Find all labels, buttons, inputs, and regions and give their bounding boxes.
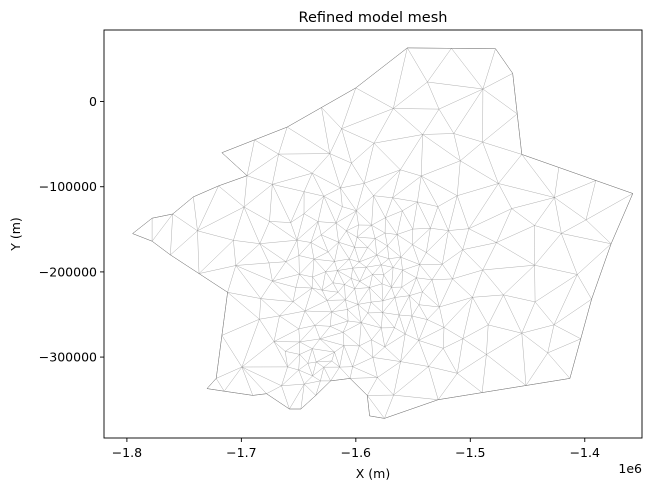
y-tick-label: −300000 <box>39 350 97 365</box>
x-axis-label: X (m) <box>356 466 390 481</box>
x-tick-label: −1.7 <box>226 445 256 460</box>
mesh-layer <box>132 47 634 419</box>
y-tick-label: −200000 <box>39 264 97 279</box>
y-axis-label: Y (m) <box>8 217 23 252</box>
plot-frame <box>103 29 643 439</box>
x-tick-label: −1.5 <box>455 445 485 460</box>
y-tick-label: −100000 <box>39 179 97 194</box>
x-axis-offset-label: 1e6 <box>618 461 642 476</box>
chart-title: Refined model mesh <box>299 10 448 26</box>
x-tick-label: −1.4 <box>570 445 600 460</box>
x-tick-label: −1.6 <box>341 445 371 460</box>
y-tick-label: 0 <box>89 94 97 109</box>
mesh-boundary <box>132 47 634 419</box>
axis-ticks: −1.8 −1.7 −1.6 −1.5 −1.4 0 −100000 −200000 −3000… <box>39 94 600 460</box>
x-tick-label: −1.8 <box>112 445 142 460</box>
